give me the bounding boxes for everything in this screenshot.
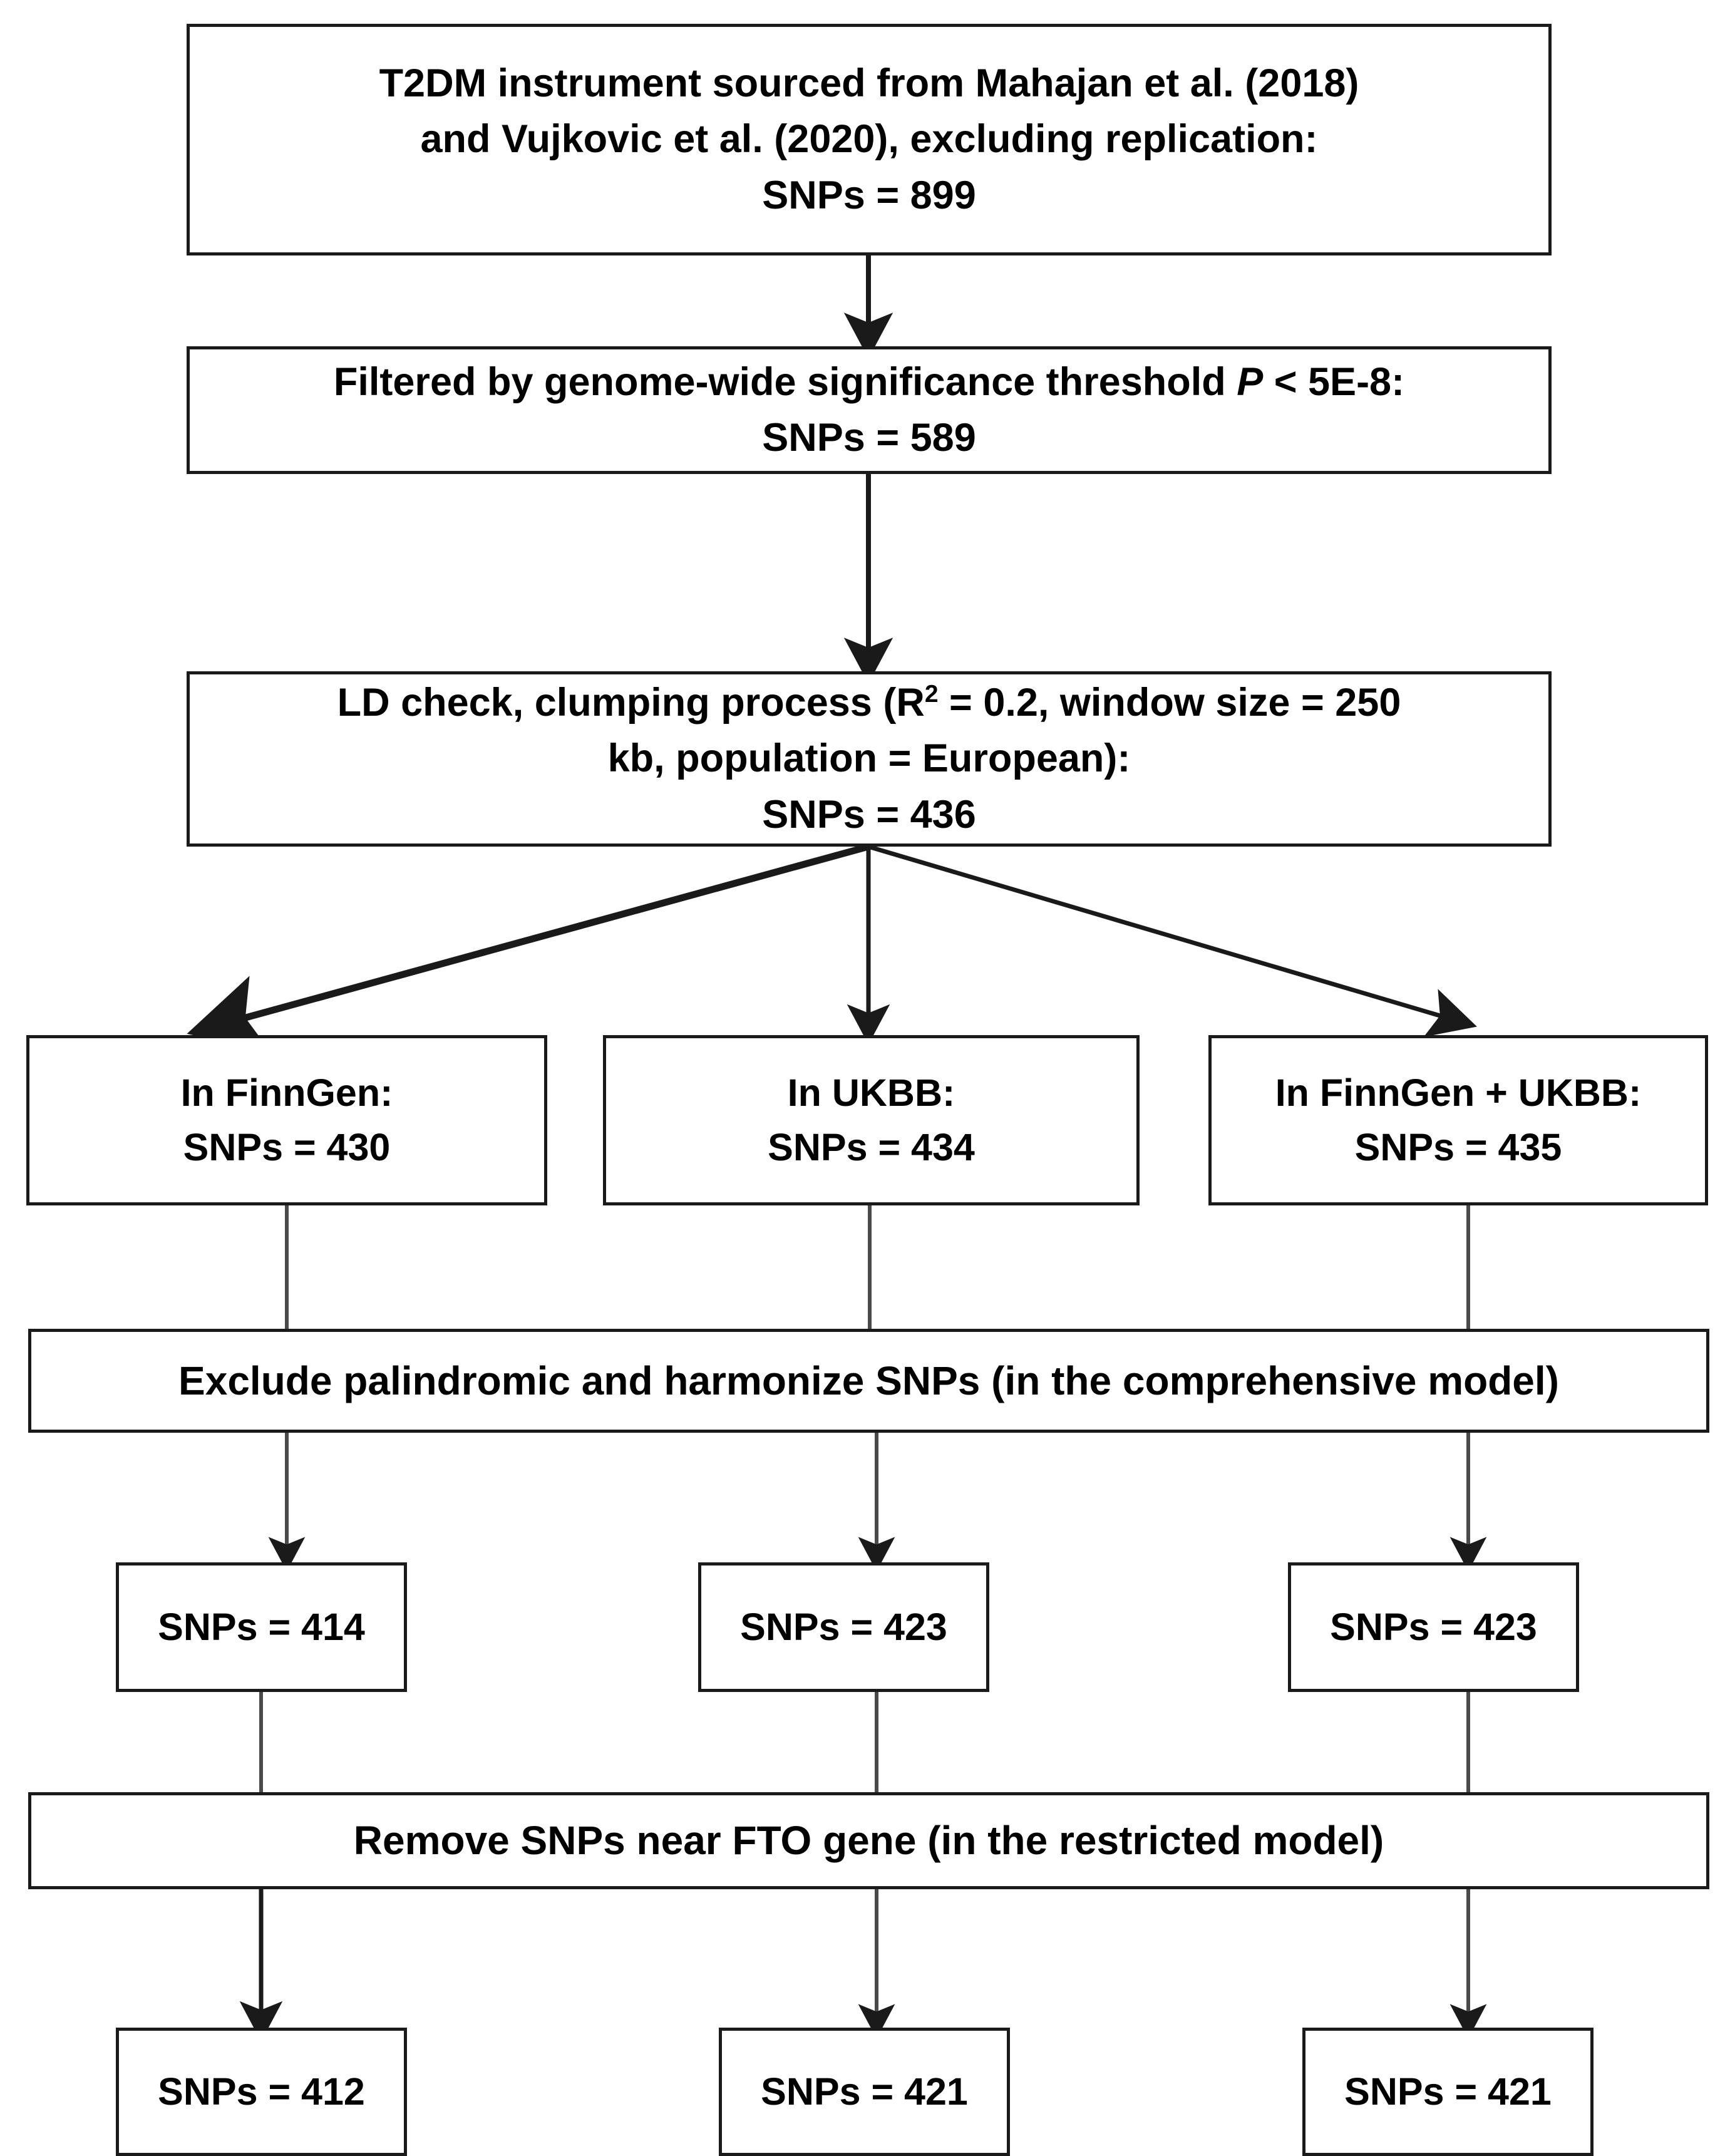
node-in-finngen-plus-ukbb-label: In FinnGen + UKBB:: [1275, 1071, 1642, 1115]
node-filter-pvalue-snp-count: SNPs = 589: [762, 416, 976, 460]
node-remove-fto-label: Remove SNPs near FTO gene (in the restri…: [353, 1818, 1384, 1864]
node-filter-pvalue-text-a: Filtered by genome-wide significance thr…: [333, 359, 1237, 404]
node-source-line-2: and Vujkovic et al. (2020), excluding re…: [420, 117, 1318, 162]
node-ld-clumping-text-a: LD check, clumping process (R: [337, 680, 925, 725]
node-in-finngen-snp-count: SNPs = 430: [183, 1126, 391, 1168]
node-ld-clumping-line-1: LD check, clumping process (R2 = 0.2, wi…: [337, 675, 1401, 731]
node-harmonized-finngen[interactable]: SNPs = 414: [116, 1562, 407, 1692]
edge-ldclump-to-finngen: [187, 843, 870, 1052]
node-harmonized-finngen-plus-ukbb[interactable]: SNPs = 423: [1288, 1562, 1579, 1692]
node-final-ukbb-snp-count: SNPs = 421: [761, 2070, 968, 2113]
node-ld-clumping-line-2: kb, population = European):: [607, 736, 1131, 781]
node-ld-clumping-snp-count: SNPs = 436: [762, 792, 976, 837]
node-in-finngen-label: In FinnGen:: [180, 1071, 393, 1115]
node-ld-clumping-r-squared-exponent: 2: [924, 680, 939, 708]
node-source-snp-count: SNPs = 899: [762, 173, 976, 217]
node-exclude-palindromic-label: Exclude palindromic and harmonize SNPs (…: [178, 1358, 1559, 1403]
node-final-finngen-plus-ukbb[interactable]: SNPs = 421: [1302, 2028, 1594, 2156]
node-filter-pvalue-symbol-p: P: [1237, 359, 1264, 404]
node-filter-pvalue[interactable]: Filtered by genome-wide significance thr…: [187, 346, 1552, 474]
node-harmonized-finngen-plus-ukbb-snp-count: SNPs = 423: [1330, 1606, 1537, 1649]
node-source-instrument[interactable]: T2DM instrument sourced from Mahajan et …: [187, 24, 1552, 255]
node-final-finngen-snp-count: SNPs = 412: [158, 2070, 365, 2113]
node-harmonized-ukbb-snp-count: SNPs = 423: [740, 1606, 947, 1649]
node-final-finngen-plus-ukbb-snp-count: SNPs = 421: [1344, 2070, 1552, 2113]
node-ld-clumping[interactable]: LD check, clumping process (R2 = 0.2, wi…: [187, 671, 1552, 847]
node-in-finngen-plus-ukbb[interactable]: In FinnGen + UKBB: SNPs = 435: [1208, 1035, 1708, 1205]
node-harmonized-finngen-snp-count: SNPs = 414: [158, 1606, 365, 1649]
node-in-finngen[interactable]: In FinnGen: SNPs = 430: [26, 1035, 547, 1205]
node-filter-pvalue-line-1: Filtered by genome-wide significance thr…: [334, 354, 1404, 410]
node-final-finngen[interactable]: SNPs = 412: [116, 2028, 407, 2156]
node-in-finngen-plus-ukbb-snp-count: SNPs = 435: [1354, 1126, 1562, 1168]
node-filter-pvalue-text-b: < 5E-8:: [1263, 359, 1405, 404]
node-ld-clumping-text-b: = 0.2, window size = 250: [938, 680, 1401, 725]
node-remove-fto[interactable]: Remove SNPs near FTO gene (in the restri…: [28, 1792, 1709, 1889]
node-source-line-1: T2DM instrument sourced from Mahajan et …: [379, 61, 1359, 105]
node-exclude-palindromic[interactable]: Exclude palindromic and harmonize SNPs (…: [28, 1329, 1709, 1433]
node-in-ukbb[interactable]: In UKBB: SNPs = 434: [603, 1035, 1140, 1205]
node-harmonized-ukbb[interactable]: SNPs = 423: [698, 1562, 989, 1692]
node-in-ukbb-snp-count: SNPs = 434: [768, 1126, 975, 1168]
node-final-ukbb[interactable]: SNPs = 421: [719, 2028, 1010, 2156]
edge-ldclump-to-finngen-ukbb: [868, 844, 1477, 1037]
node-in-ukbb-label: In UKBB:: [787, 1071, 955, 1115]
